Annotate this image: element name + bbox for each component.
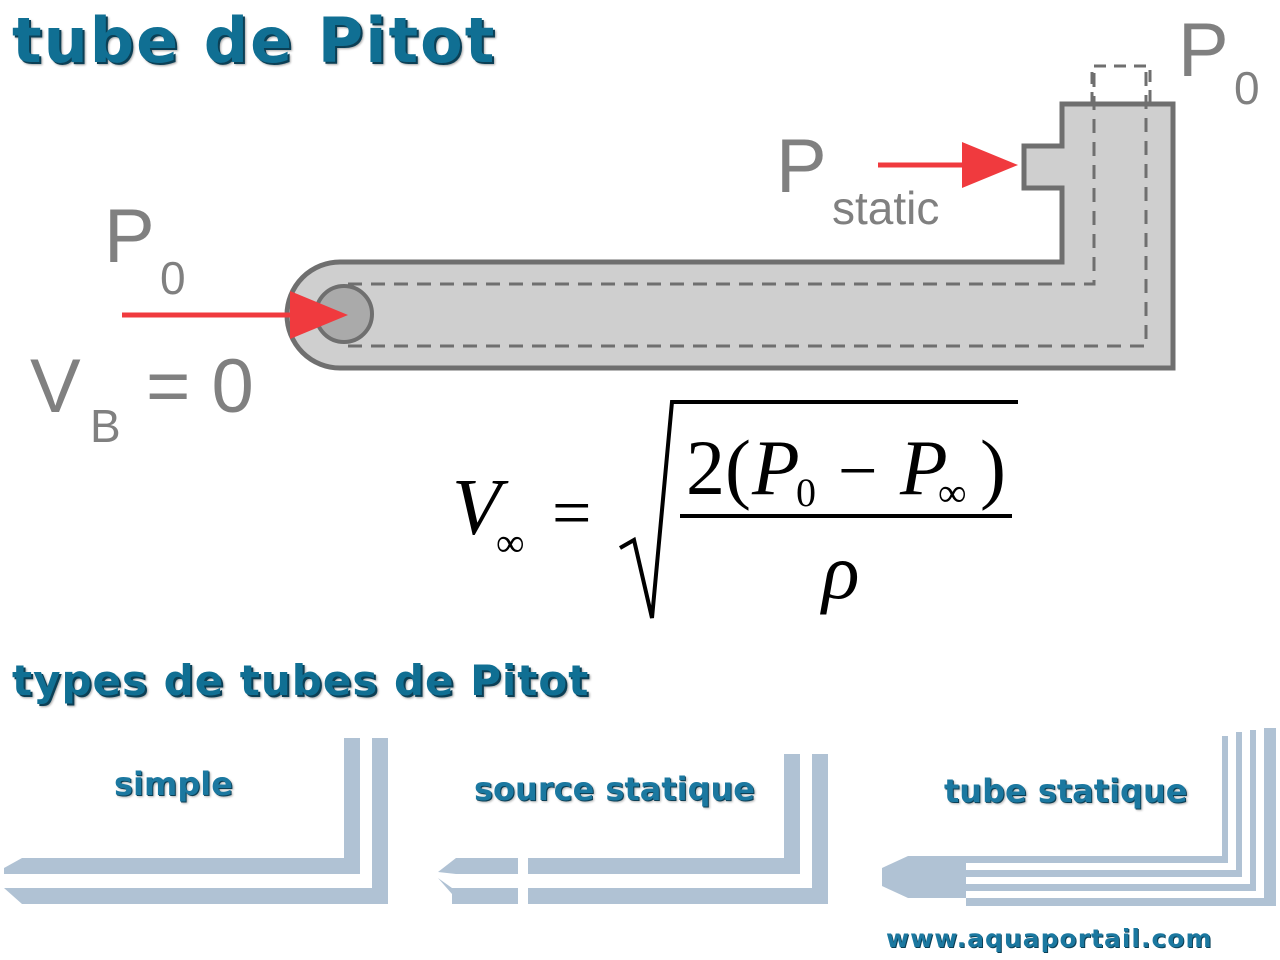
formula-numerator-open: 2( — [686, 424, 751, 511]
formula-lhs-subscript: ∞ — [496, 520, 525, 565]
simple-inner-tube — [4, 738, 360, 874]
formula-numerator-pinf: P — [899, 424, 948, 511]
outlet-pressure-label: P 0 — [1178, 8, 1260, 114]
type-label-tube-statique: tube statique — [944, 772, 1188, 810]
pitot-outlet-dashed — [1090, 64, 1152, 104]
tube-riser-3 — [1250, 730, 1256, 891]
source-outer-right — [528, 754, 828, 904]
tube-riser-4 — [1264, 728, 1276, 906]
velocity-subscript: B — [90, 400, 121, 452]
tube-layer-4 — [966, 898, 1276, 906]
pitot-tube-body — [284, 101, 1176, 371]
source-inner-right — [528, 754, 800, 874]
velocity-letter: V — [30, 344, 81, 429]
tube-layer-2 — [966, 870, 1242, 877]
static-pressure-letter: P — [776, 124, 827, 209]
tube-layer-1 — [966, 856, 1228, 863]
static-arrow — [878, 142, 1018, 188]
type-tube-statique-illustration — [882, 728, 1276, 906]
inlet-pressure-subscript: 0 — [160, 252, 186, 304]
types-title: types de tubes de Pitot — [12, 656, 590, 705]
formula-radical — [619, 400, 1018, 619]
inlet-pressure-label: P 0 — [104, 194, 186, 304]
formula-numerator-p0-subscript: 0 — [796, 470, 816, 515]
tube-riser-1 — [1222, 736, 1228, 863]
outlet-pressure-letter: P — [1178, 8, 1229, 93]
inlet-arrow — [122, 291, 348, 339]
velocity-value: = 0 — [146, 344, 254, 429]
bernoulli-formula: V ∞ = 2( P 0 − P ∞ ) ρ — [452, 400, 1018, 619]
tube-tip — [882, 856, 966, 898]
type-label-simple: simple — [114, 765, 233, 803]
velocity-label: V B = 0 — [30, 344, 254, 452]
static-pressure-label: P static — [776, 124, 939, 234]
formula-denominator: ρ — [820, 528, 859, 615]
simple-outer-tube — [4, 738, 388, 904]
page-title: tube de Pitot — [12, 4, 497, 77]
static-pressure-subscript: static — [832, 182, 939, 234]
type-label-source-statique: source statique — [474, 770, 755, 808]
type-simple-illustration — [4, 738, 388, 904]
formula-equals: = — [552, 475, 591, 552]
pitot-inner-channel — [348, 64, 1148, 348]
type-source-statique-illustration — [438, 754, 828, 904]
source-inner-left — [438, 858, 518, 874]
source-outer-left — [438, 878, 518, 904]
tube-riser-2 — [1236, 732, 1242, 877]
website-link[interactable]: www.aquaportail.com — [886, 924, 1213, 953]
inlet-pressure-letter: P — [104, 194, 155, 279]
formula-numerator-minus: − — [838, 433, 877, 510]
tube-layer-3 — [966, 884, 1256, 891]
formula-numerator-p0: P — [751, 424, 800, 511]
outlet-pressure-subscript: 0 — [1234, 62, 1260, 114]
formula-numerator-close: ) — [980, 424, 1006, 511]
formula-numerator-pinf-subscript: ∞ — [938, 470, 967, 515]
formula-lhs: V — [452, 464, 509, 552]
